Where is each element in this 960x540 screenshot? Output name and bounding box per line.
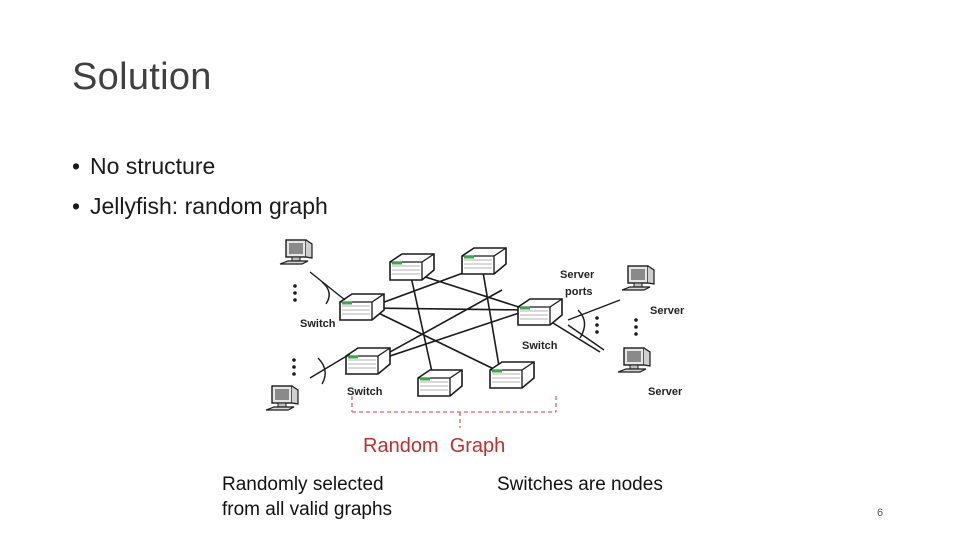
slide-title: Solution: [72, 56, 212, 98]
label-server-ports: ports: [565, 286, 593, 298]
server-computer-icon: [621, 265, 655, 291]
server-computer-icon: [265, 385, 299, 411]
graph-edges: [367, 265, 601, 373]
label-switch: Switch: [522, 340, 558, 352]
bullet-item: •Jellyfish: random graph: [72, 193, 328, 219]
switch-icon: [516, 297, 564, 327]
bullet-text: Jellyfish: random graph: [90, 193, 328, 219]
label-server: Server: [650, 305, 685, 317]
jellyfish-diagram: Switch Switch Switch Server ports Server…: [265, 239, 685, 457]
bullet-item: •No structure: [72, 153, 216, 179]
bullet-text: No structure: [90, 153, 216, 179]
switch-icon: [416, 368, 464, 398]
switch-icon: [338, 292, 386, 322]
switch-icon: [488, 360, 536, 390]
switch-icon: [344, 346, 392, 376]
server-computer-icon: [617, 347, 651, 373]
bullet-list: •No structure •Jellyfish: random graph: [72, 146, 328, 226]
label-random-graph: Random Graph: [363, 435, 505, 457]
random-graph-bracket: [351, 396, 557, 428]
label-switch: Switch: [347, 386, 383, 398]
label-server: Server: [648, 386, 683, 398]
caption-switches-nodes: Switches are nodes: [497, 474, 663, 495]
server-computer-icon: [279, 239, 313, 265]
label-switch: Switch: [300, 318, 336, 330]
label-server-ports: Server: [560, 269, 595, 281]
page-number: 6: [877, 507, 884, 519]
port-links: [309, 271, 621, 385]
switch-icon: [460, 246, 508, 276]
caption-random-selection: Randomly selected from all valid graphs: [222, 474, 393, 520]
ellipsis-dots: [292, 284, 638, 376]
switch-icon: [388, 252, 436, 282]
